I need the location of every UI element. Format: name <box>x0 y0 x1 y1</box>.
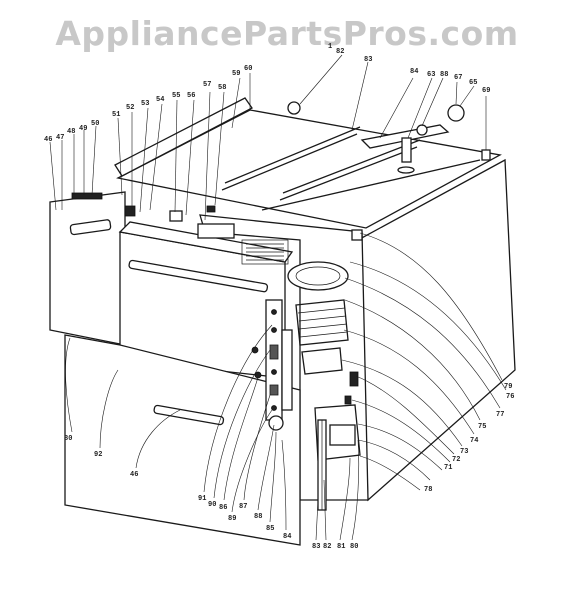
callout-1: 1 <box>328 43 332 51</box>
watermark-logo-text: AppliancePartsPros.com <box>55 14 519 53</box>
valve-fitting <box>416 124 428 136</box>
burner-base <box>397 166 415 174</box>
left-drawer-handle <box>69 219 112 236</box>
callout-84: 84 <box>410 68 418 76</box>
callout-60: 60 <box>244 65 252 73</box>
callout-80-bottom: 80 <box>350 543 358 551</box>
top-strip-1b <box>221 133 358 191</box>
callout-84-bottom: 84 <box>283 533 291 541</box>
callout-50: 50 <box>91 120 99 128</box>
control-components <box>269 309 279 411</box>
hinge-pin <box>206 205 216 213</box>
oven-door-handle <box>128 259 269 293</box>
callout-71: 71 <box>444 464 452 472</box>
burner-post <box>401 137 412 163</box>
top-strip-2b <box>279 146 418 201</box>
callout-51: 51 <box>112 111 120 119</box>
broiler-pan <box>301 347 343 375</box>
callout-69: 69 <box>482 87 490 95</box>
callout-88-bottom: 88 <box>254 513 262 521</box>
callout-48: 48 <box>67 128 75 136</box>
left-screw-block <box>124 205 136 217</box>
kick-panel-handle <box>153 404 225 426</box>
callout-59: 59 <box>232 70 240 78</box>
callout-88: 88 <box>440 71 448 79</box>
bottom-kick-panel <box>64 334 301 546</box>
rear-rail <box>114 97 253 177</box>
grill-element <box>241 239 289 265</box>
left-drawer-front <box>49 191 126 346</box>
top-strip-1 <box>224 126 361 184</box>
control-panel-strip <box>265 299 283 421</box>
front-top-edge <box>261 159 481 211</box>
callout-80-left: 80 <box>64 435 72 443</box>
callout-75: 75 <box>478 423 486 431</box>
callout-52: 52 <box>126 104 134 112</box>
valve-tube <box>281 329 293 411</box>
callout-83-bottom: 83 <box>312 543 320 551</box>
hinge-bracket <box>197 223 235 239</box>
grill-bars <box>246 243 284 261</box>
callout-46-top: 46 <box>44 136 52 144</box>
callout-55: 55 <box>172 92 180 100</box>
corner-block <box>351 229 363 241</box>
callout-89: 89 <box>228 515 236 523</box>
callout-85: 85 <box>266 525 274 533</box>
leader-lines <box>49 54 507 541</box>
callout-83: 83 <box>364 56 372 64</box>
lower-drawer-front <box>329 424 356 446</box>
side-clip <box>481 149 491 161</box>
callout-82: 82 <box>336 48 344 56</box>
callout-58: 58 <box>218 84 226 92</box>
callout-57: 57 <box>203 81 211 89</box>
left-bracket <box>71 192 103 200</box>
callout-72: 72 <box>452 456 460 464</box>
side-screw <box>344 395 352 405</box>
callout-49: 49 <box>79 125 87 133</box>
gasket-ring <box>447 104 465 122</box>
callout-81: 81 <box>337 543 345 551</box>
callout-78: 78 <box>424 486 432 494</box>
callout-53: 53 <box>141 100 149 108</box>
callout-65: 65 <box>469 79 477 87</box>
side-latch <box>349 371 359 387</box>
callout-90: 90 <box>208 501 216 509</box>
thermostat-knob <box>268 415 284 431</box>
callout-73: 73 <box>460 448 468 456</box>
callout-47: 47 <box>56 134 64 142</box>
burner-plate <box>287 261 349 291</box>
callout-74: 74 <box>470 437 478 445</box>
oven-rack <box>295 299 349 346</box>
top-strip-2 <box>282 139 421 194</box>
callout-86: 86 <box>219 504 227 512</box>
callout-67: 67 <box>454 74 462 82</box>
callout-56: 56 <box>187 92 195 100</box>
callout-82-bottom: 82 <box>323 543 331 551</box>
burner-plate-inner <box>295 266 341 286</box>
callout-63: 63 <box>427 71 435 79</box>
callout-54: 54 <box>156 96 164 104</box>
callout-91: 91 <box>198 495 206 503</box>
callout-46: 46 <box>130 471 138 479</box>
callout-92: 92 <box>94 451 102 459</box>
callout-76: 76 <box>506 393 514 401</box>
callout-79: 79 <box>504 383 512 391</box>
hinge-block <box>169 210 183 222</box>
burner-knob-top <box>287 101 301 115</box>
callout-77-right: 77 <box>496 411 504 419</box>
callout-87: 87 <box>239 503 247 511</box>
